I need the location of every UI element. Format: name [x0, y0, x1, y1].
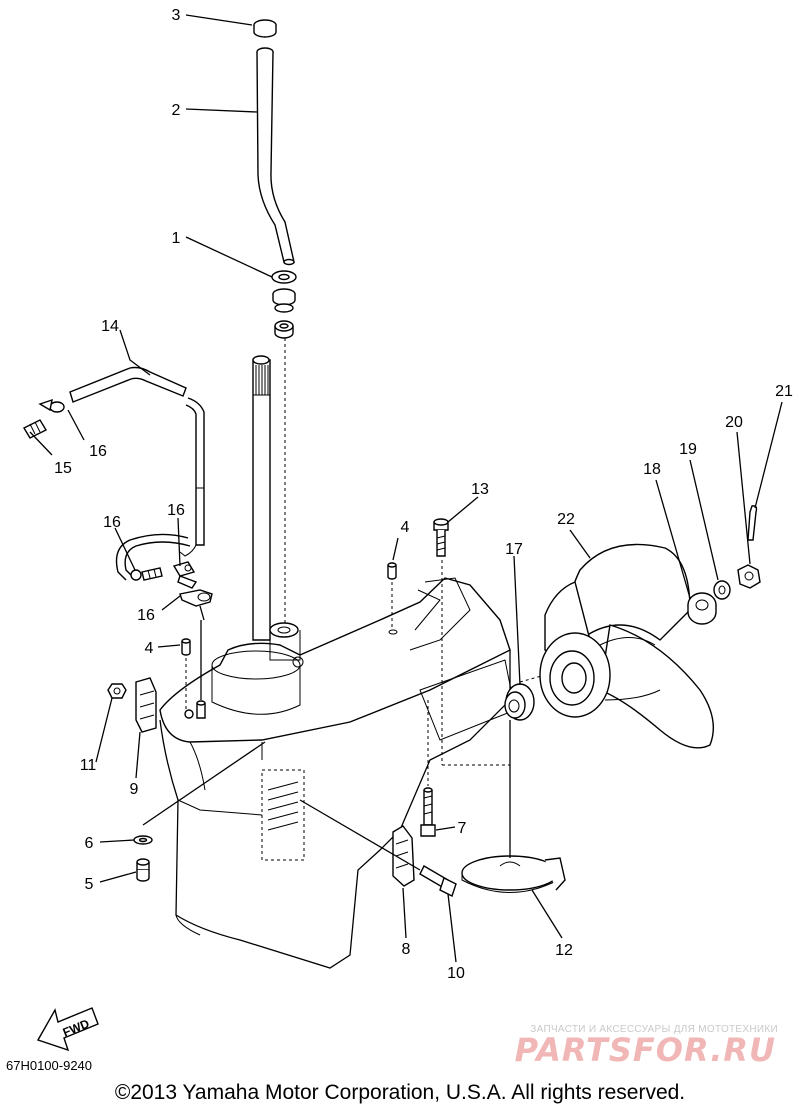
drive-shaft — [252, 355, 271, 641]
watermark-brand: PARTSFOR.RU — [514, 1031, 776, 1069]
part-13-bolt — [433, 518, 449, 557]
part-4-dowel-pin-lower — [181, 638, 191, 656]
part-16-clamp-bottom — [179, 589, 213, 607]
callout-numbers: 3 2 1 14 16 15 16 16 16 4 4 13 11 9 6 5 … — [54, 7, 793, 982]
callout-5: 5 — [85, 876, 94, 893]
part-7-bolt — [420, 787, 436, 837]
grommet-on-deck — [184, 700, 206, 719]
fwd-arrow-icon: FWD — [36, 1007, 99, 1052]
callout-16-bottom: 16 — [137, 607, 155, 624]
callout-17: 17 — [505, 541, 523, 558]
callout-11: 11 — [80, 757, 97, 774]
leader-lines — [29, 14, 783, 963]
part-5-bolt — [136, 858, 150, 882]
callout-22: 22 — [557, 511, 575, 528]
drawing-code: 67H0100-9240 — [6, 1058, 93, 1073]
callout-16-right: 16 — [167, 502, 185, 519]
callout-7: 7 — [458, 820, 467, 837]
part-8-clip — [392, 825, 415, 887]
callout-14: 14 — [101, 318, 119, 335]
callout-4-lower: 4 — [145, 640, 154, 657]
callout-4-upper: 4 — [401, 519, 410, 536]
callout-3: 3 — [172, 7, 181, 24]
callout-10: 10 — [447, 965, 465, 982]
part-22-propeller — [539, 543, 714, 749]
part-17-thrust-washer — [504, 683, 535, 721]
lower-casing — [159, 577, 516, 969]
callout-2: 2 — [172, 102, 181, 119]
callout-6: 6 — [85, 835, 94, 852]
part-18-spacer — [687, 592, 717, 625]
part-14-tube — [69, 366, 205, 581]
callout-20: 20 — [725, 414, 743, 431]
part-11-nut — [107, 683, 127, 699]
part-10-bolt — [419, 865, 457, 897]
part-9-clip — [135, 677, 157, 733]
part-16-clamp-left — [130, 567, 163, 581]
part-19-washer — [713, 580, 731, 600]
part-6-washer — [133, 835, 153, 845]
copyright-notice: ©2013 Yamaha Motor Corporation, U.S.A. A… — [114, 1081, 686, 1104]
callout-16-top: 16 — [89, 443, 107, 460]
callout-15: 15 — [54, 460, 72, 477]
part-16-clamp-right — [172, 561, 198, 589]
callout-16-left: 16 — [103, 514, 121, 531]
part-4-dowel-pin-upper — [387, 562, 397, 580]
part-12-anode — [461, 855, 566, 893]
callout-13: 13 — [471, 481, 489, 498]
part-20-nut — [737, 564, 761, 589]
watermark-subtitle: ЗАПЧАСТИ И АКСЕССУАРЫ ДЛЯ МОТОТЕХНИКИ — [530, 1024, 778, 1035]
part-3-grommet — [253, 19, 277, 38]
part-21-cotter-pin — [747, 505, 758, 541]
part-2-water-tube — [256, 47, 295, 266]
callout-9: 9 — [130, 781, 139, 798]
callout-8: 8 — [402, 941, 411, 958]
callout-21: 21 — [775, 383, 793, 400]
callout-19: 19 — [679, 441, 697, 458]
part-1-seal-stack — [271, 270, 297, 339]
callout-12: 12 — [555, 942, 573, 959]
part-16-clamp-top — [38, 398, 65, 413]
callout-18: 18 — [643, 461, 661, 478]
callout-1: 1 — [172, 230, 181, 247]
part-15-fitting — [23, 419, 47, 439]
